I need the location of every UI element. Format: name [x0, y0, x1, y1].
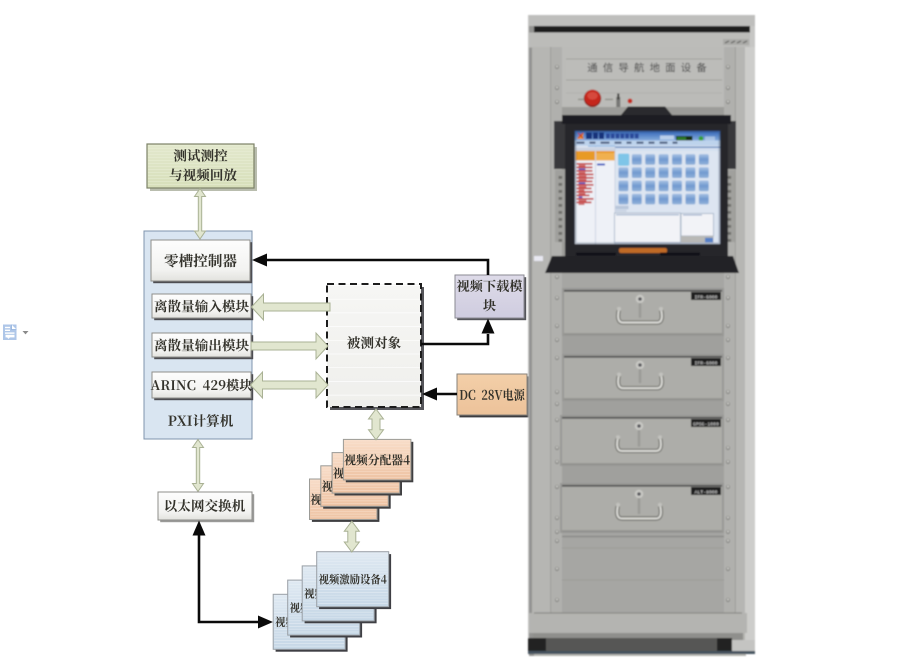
svg-text:GPSG-1000: GPSG-1000	[693, 421, 719, 427]
svg-text:IFR-6000: IFR-6000	[694, 360, 717, 366]
svg-text:IFR-6000: IFR-6000	[694, 294, 717, 300]
svg-text:ALT-8000: ALT-8000	[694, 489, 717, 495]
